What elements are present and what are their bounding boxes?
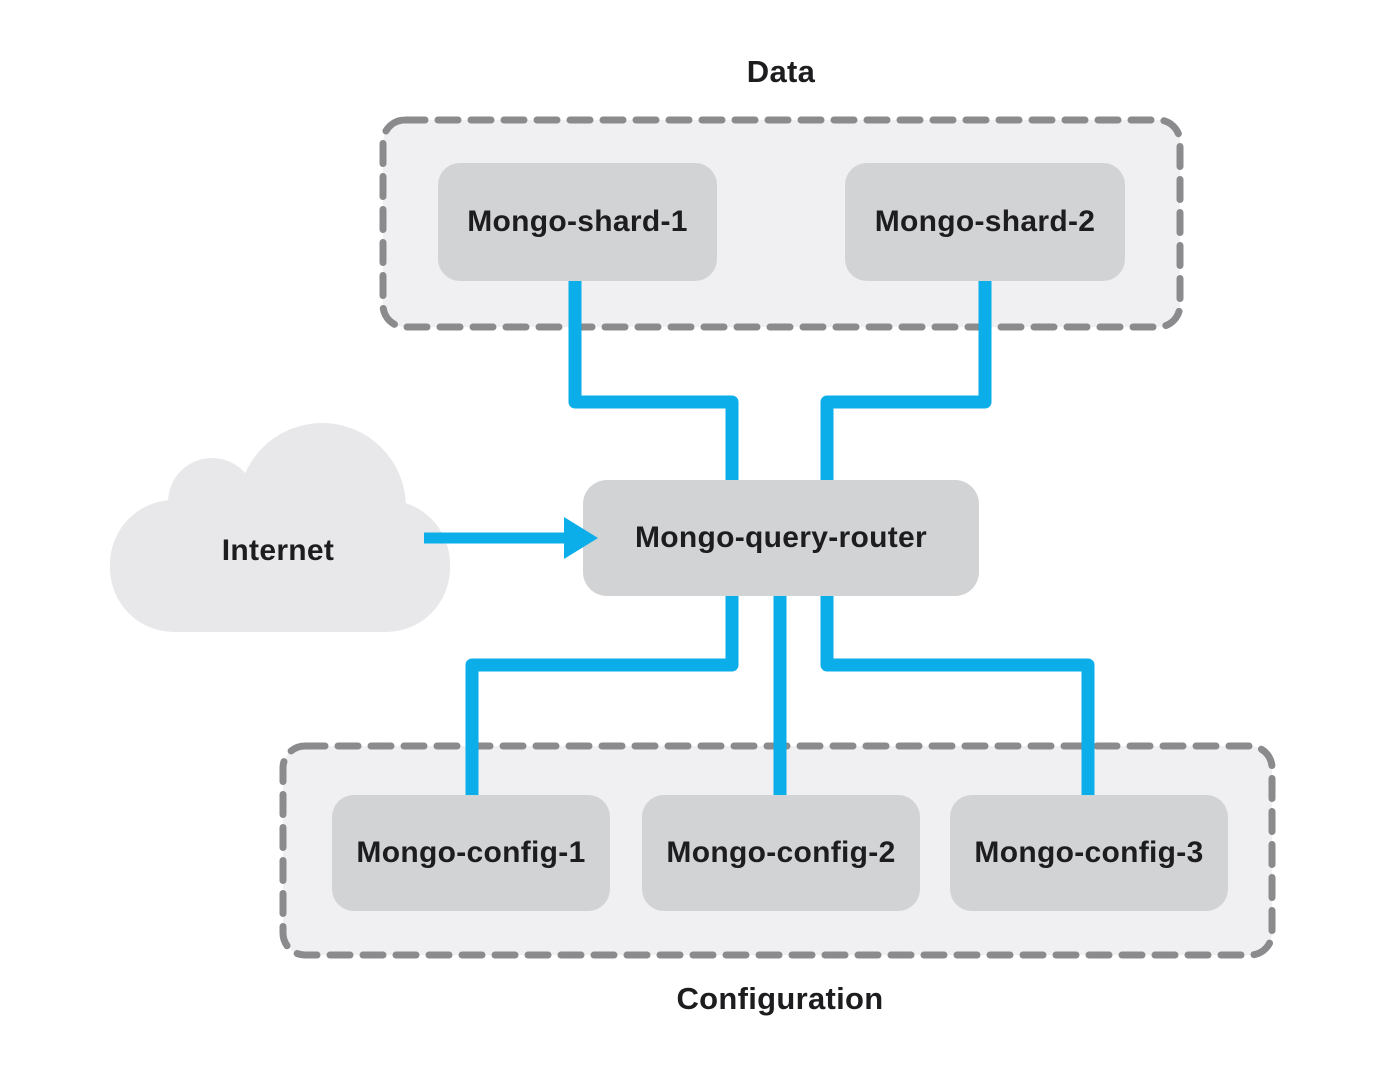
node-mongo-shard-2-label: Mongo-shard-2 — [874, 205, 1096, 238]
connector-router-config3 — [820, 592, 1095, 800]
node-mongo-config-1-label: Mongo-config-1 — [356, 836, 586, 869]
node-mongo-shard-2: Mongo-shard-2 — [845, 163, 1125, 281]
connector-shard2-router — [820, 272, 992, 484]
configuration-group-label: Configuration — [676, 981, 884, 1016]
node-mongo-config-3: Mongo-config-3 — [950, 795, 1228, 911]
internet-label: Internet — [221, 534, 335, 567]
connector-shard1-router — [568, 272, 739, 484]
node-mongo-config-2-label: Mongo-config-2 — [666, 836, 896, 869]
node-mongo-query-router-label: Mongo-query-router — [634, 521, 928, 554]
node-mongo-config-2: Mongo-config-2 — [642, 795, 920, 911]
node-mongo-config-3-label: Mongo-config-3 — [974, 836, 1204, 869]
connector-router-config1 — [465, 592, 739, 800]
node-mongo-query-router: Mongo-query-router — [583, 480, 979, 596]
internet-cloud-icon — [110, 423, 450, 632]
node-mongo-shard-1: Mongo-shard-1 — [438, 163, 717, 281]
node-mongo-config-1: Mongo-config-1 — [332, 795, 610, 911]
node-mongo-shard-1-label: Mongo-shard-1 — [467, 205, 688, 238]
data-group-label: Data — [746, 54, 816, 89]
